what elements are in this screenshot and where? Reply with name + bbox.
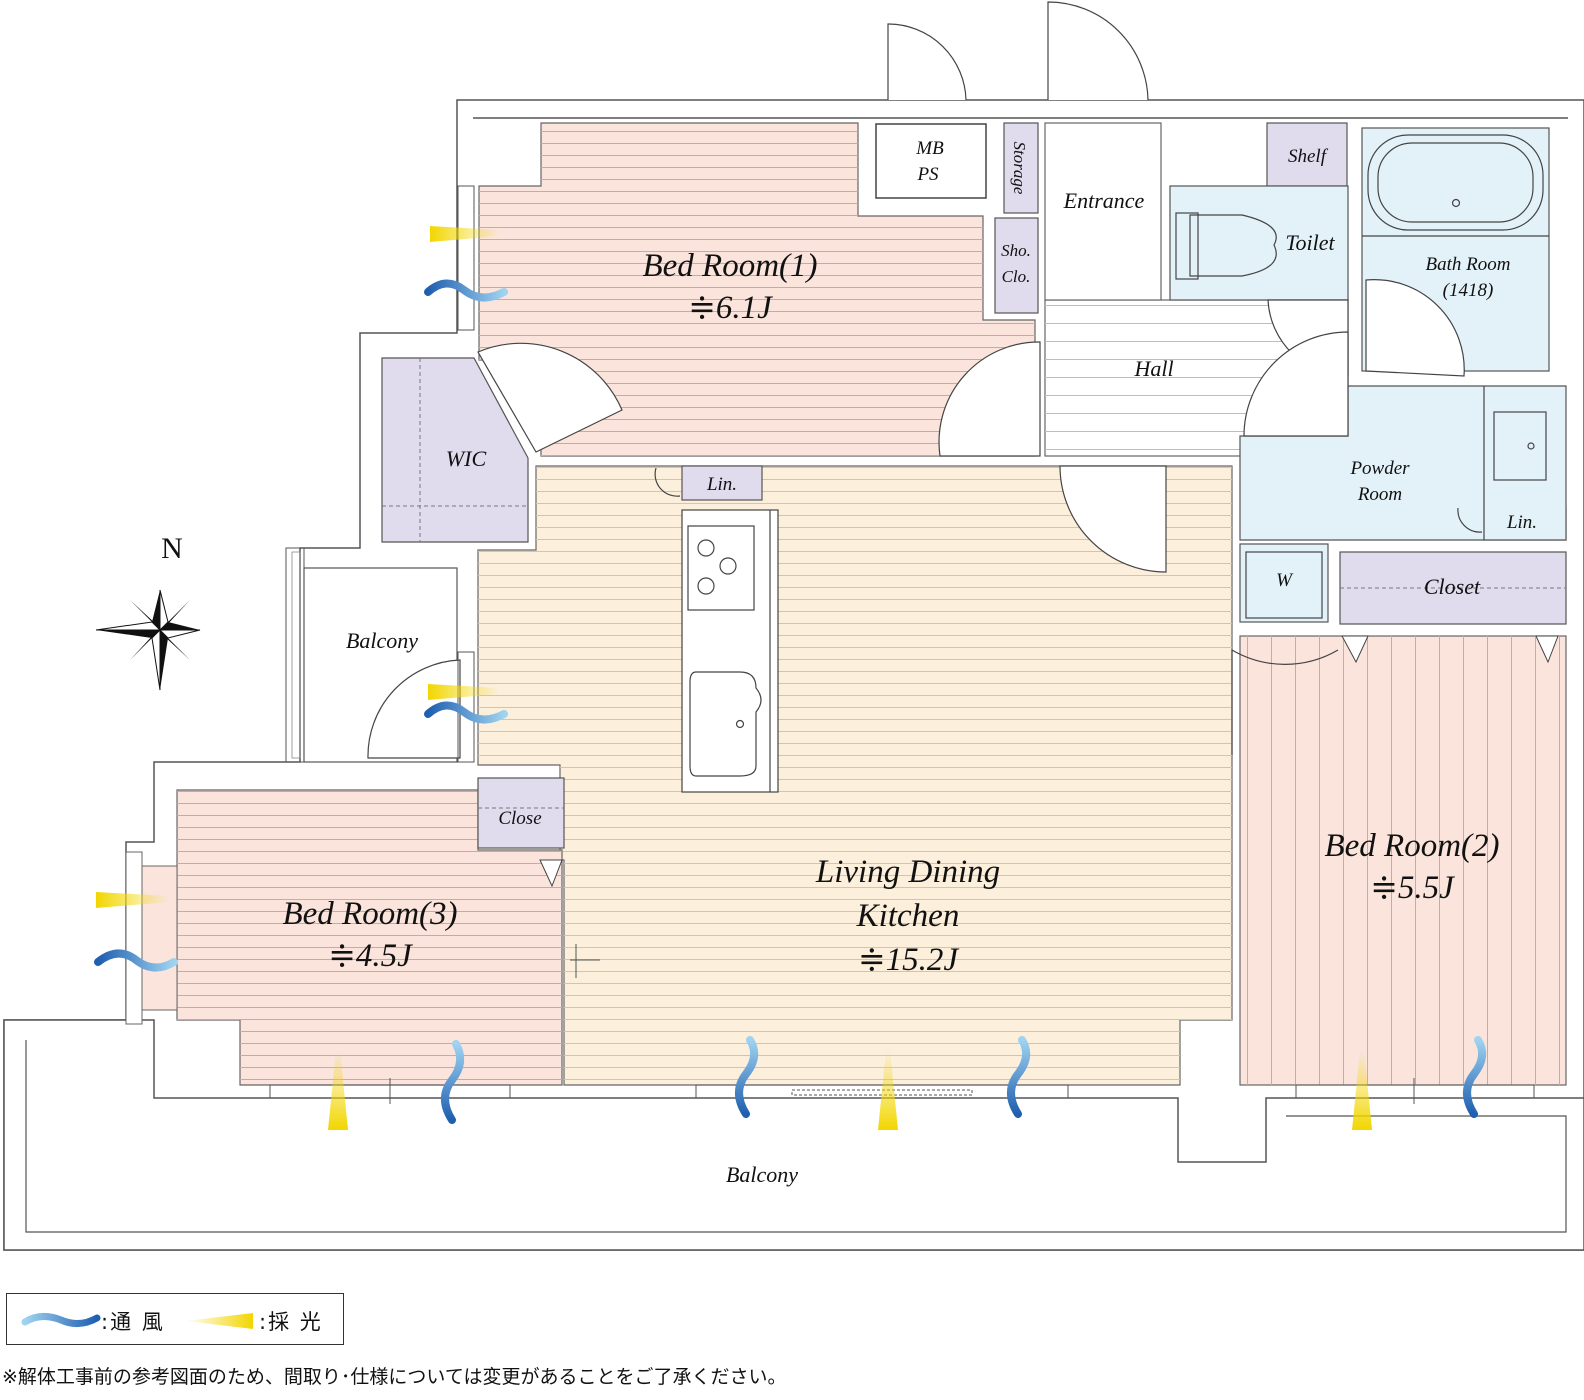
bedroom1-size: ≑6.1J [688,290,773,326]
shoe-closet-room [994,217,1039,314]
bath-label-2: (1418) [1443,280,1494,301]
entrance-label: Entrance [1063,188,1145,213]
ldk-size: ≑15.2J [858,942,959,978]
storage-room [1003,122,1039,214]
toilet-room [1169,185,1349,301]
legend: :通 風 :採 光 [6,1293,344,1345]
hall-label: Hall [1133,356,1173,381]
washer-label: W [1276,570,1294,591]
front-door [1047,1,1149,101]
shelf-room [1266,122,1348,187]
ldk-name-line1: Living Dining [815,854,1000,890]
toilet-bowl [1189,214,1277,277]
mb-ps-door [887,23,967,101]
daylight-arrows [96,226,1372,1130]
vanity-sink [1493,411,1547,481]
washer [1245,551,1323,619]
closet-dashes [382,358,1566,809]
shelf-label: Shelf [1288,146,1329,167]
mb-label: MB [915,138,944,159]
ps-label: PS [916,164,939,185]
main-balcony-label: Balcony [726,1162,798,1187]
room-labels: Bed Room(1) ≑6.1J Living Dining Kitchen … [282,138,1537,1187]
bedroom1-name: Bed Room(1) [642,248,817,284]
fixtures [681,134,1549,793]
powder-label-1: Powder [1349,458,1410,479]
kitchen-counter [681,509,779,793]
compass-rose: N [95,532,201,691]
living-dining-kitchen [477,465,1233,1086]
cooktop [687,525,755,611]
shoe-closet-label-2: Clo. [1002,267,1031,286]
kitchen-linen [681,465,763,501]
ventilation-legend-icon [21,1313,101,1327]
ventilation-arrows [94,279,1487,1124]
wic-door [477,342,623,453]
bath-label-1: Bath Room [1426,254,1511,275]
wic-room [381,357,529,543]
shoe-closet-label-1: Sho. [1001,241,1031,260]
bedroom1-door [938,341,1041,457]
bedroom2-size: ≑5.5J [1370,870,1455,906]
powder-label-2: Room [1357,484,1402,505]
bedroom3-closet [477,777,565,849]
compass-north-label: N [161,532,183,565]
storage-label: Storage [1010,142,1029,195]
wic-label: WIC [446,446,487,471]
ventilation-legend-label: :通 風 [101,1310,165,1334]
bedroom3-size: ≑4.5J [328,938,413,974]
bedroom2-door [1231,648,1339,755]
closet-label: Closet [1424,574,1481,599]
washer-space [1239,543,1329,623]
mb-ps-room [875,123,987,199]
close-label: Close [498,808,541,829]
bath-door [1365,279,1465,377]
daylight-legend-icon [185,1313,253,1329]
bedroom2-name: Bed Room(2) [1324,828,1499,864]
ldk-name-line2: Kitchen [856,898,960,934]
storage-rooms [381,122,1567,849]
closet-markers [539,635,1559,888]
small-balcony-label: Balcony [346,628,418,653]
bathtub [1367,134,1544,231]
toilet-label: Toilet [1285,230,1335,255]
bedroom3-name: Bed Room(3) [282,896,457,932]
powder-linen-label: Lin. [1506,512,1537,533]
disclaimer-footnote: ※解体工事前の参考図面のため、間取り･仕様については変更があることをご了承くださ… [2,1366,787,1388]
kitchen-linen-label: Lin. [706,474,737,495]
ldk-door [1059,465,1167,573]
daylight-legend-label: :採 光 [259,1310,323,1334]
powder-door [1243,331,1349,437]
kitchen-sink [689,671,762,777]
bedroom-3 [125,789,563,1086]
bedroom-2 [1239,635,1567,1086]
